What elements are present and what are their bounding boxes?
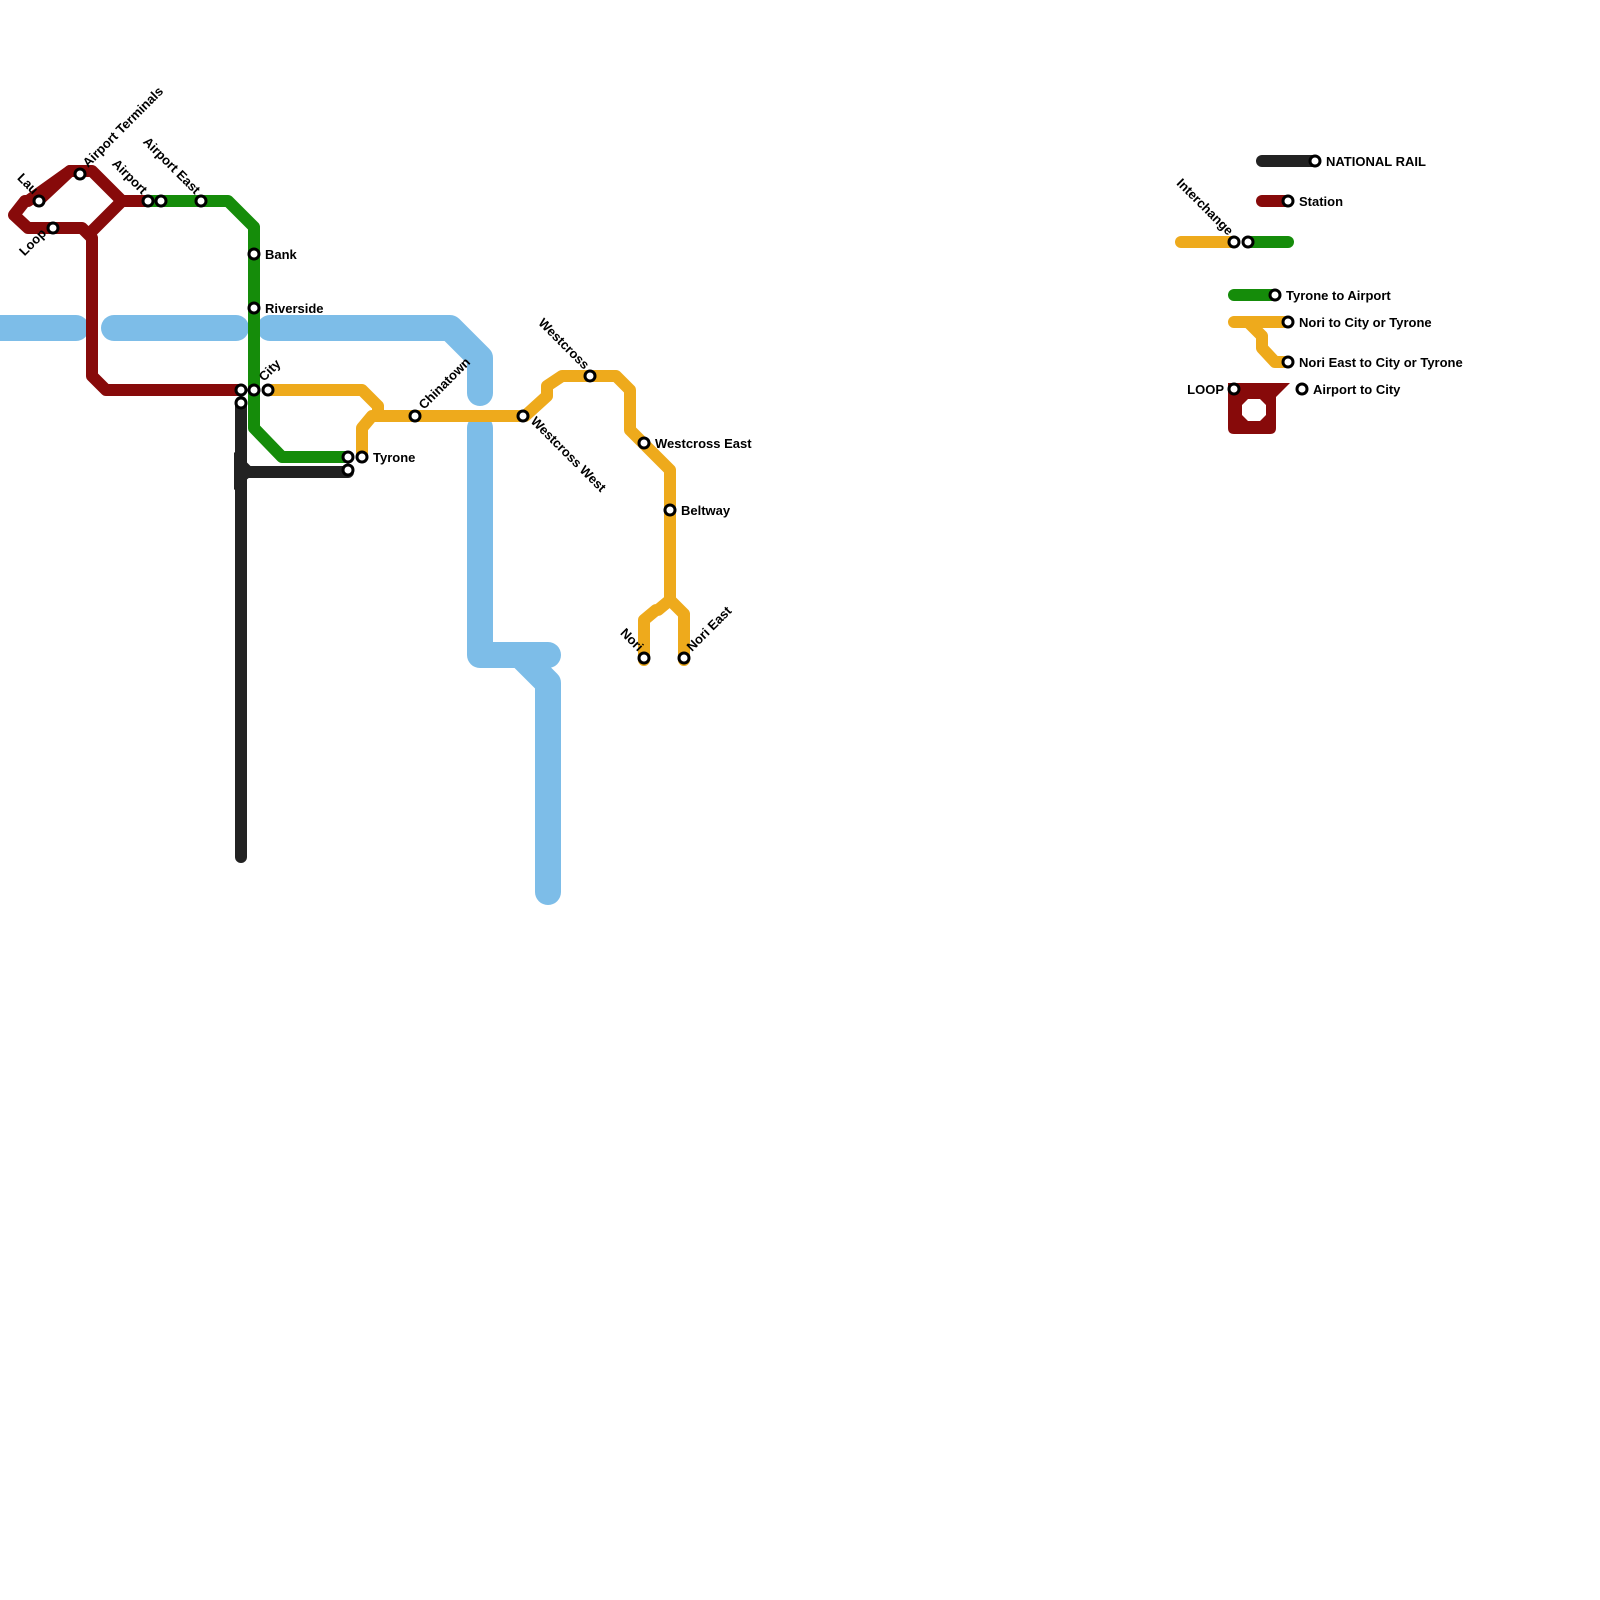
- station-marker[interactable]: [341, 450, 355, 464]
- legend-interchange-label: Interchange: [1174, 175, 1237, 238]
- legend: NATIONAL RAIL Station Interchange Tyrone…: [1174, 154, 1463, 434]
- station-marker-interchange[interactable]: [154, 194, 168, 208]
- station-marker[interactable]: [247, 247, 261, 261]
- legend-orange-line: Nori to City or Tyrone Nori East to City…: [1228, 315, 1463, 370]
- station-label: Nori East: [684, 603, 735, 654]
- station-marker[interactable]: [46, 221, 60, 235]
- station-marker-interchange[interactable]: [247, 383, 261, 397]
- station-westcross-east[interactable]: Westcross East: [637, 436, 752, 451]
- station-label: Chinatown: [416, 354, 474, 412]
- legend-nori-east-to-city-label: Nori East to City or Tyrone: [1299, 355, 1463, 370]
- legend-station-label: Station: [1299, 194, 1343, 209]
- legend-station: Station: [1256, 194, 1343, 209]
- legend-interchange: Interchange: [1174, 175, 1294, 249]
- station-bank[interactable]: Bank: [247, 247, 298, 262]
- national-rail-junction: [234, 452, 256, 490]
- legend-station-marker: [1281, 315, 1295, 329]
- legend-station-marker: [1281, 355, 1295, 369]
- legend-station-marker: [1281, 194, 1295, 208]
- legend-interchange-marker: [1241, 235, 1255, 249]
- river-segment-east: [257, 315, 493, 406]
- legend-loop-label: LOOP: [1187, 382, 1224, 397]
- station-marker[interactable]: [247, 301, 261, 315]
- legend-airport-to-city-label: Airport to City: [1313, 382, 1401, 397]
- legend-station-marker: [1268, 288, 1282, 302]
- station-marker-interchange[interactable]: [234, 396, 248, 410]
- station-marker-interchange[interactable]: [341, 463, 355, 477]
- legend-orange-swatch: [1228, 316, 1294, 368]
- station-marker-interchange[interactable]: [355, 450, 369, 464]
- legend-station-marker: [1308, 154, 1322, 168]
- orange-line[interactable]: [262, 370, 690, 666]
- station-marker[interactable]: [73, 167, 87, 181]
- national-rail-track-branch: [235, 459, 354, 478]
- green-track: [142, 195, 354, 463]
- legend-tyrone-to-airport-label: Tyrone to Airport: [1286, 288, 1391, 303]
- station-riverside[interactable]: Riverside: [247, 301, 324, 316]
- green-line[interactable]: [142, 195, 354, 463]
- station-westcross-west[interactable]: Westcross West: [516, 409, 610, 496]
- station-marker[interactable]: [677, 651, 691, 665]
- station-label: Airport East: [140, 134, 204, 198]
- legend-loop-marker: [1227, 382, 1241, 396]
- station-marker[interactable]: [194, 194, 208, 208]
- legend-national-rail: NATIONAL RAIL: [1256, 154, 1426, 169]
- station-label: Bank: [265, 247, 298, 262]
- loop-track-outer: [8, 165, 247, 396]
- legend-airport-to-city-marker: [1295, 382, 1309, 396]
- orange-track-tyrone-branch: [356, 410, 384, 463]
- orange-track-nori-branch: [638, 594, 676, 666]
- station-label: Tyrone: [373, 450, 415, 465]
- stations: Lau Loop Airport Terminals Airport Airpo…: [15, 84, 752, 665]
- loop-track-inner: [86, 195, 128, 237]
- station-marker[interactable]: [663, 503, 677, 517]
- loop-track-upper: [32, 165, 76, 207]
- river: [0, 315, 561, 905]
- station-label: Riverside: [265, 301, 324, 316]
- station-marker[interactable]: [141, 194, 155, 208]
- station-marker[interactable]: [32, 194, 46, 208]
- river-segment-south: [467, 415, 561, 905]
- station-tyrone[interactable]: Tyrone: [341, 450, 415, 477]
- station-label: Westcross: [536, 315, 593, 372]
- station-marker[interactable]: [637, 436, 651, 450]
- station-label: Beltway: [681, 503, 731, 518]
- loop-line[interactable]: [8, 165, 247, 396]
- station-city[interactable]: City: [234, 356, 284, 410]
- legend-loop: LOOP Airport to City: [1187, 382, 1401, 434]
- station-marker[interactable]: [234, 383, 248, 397]
- station-marker-interchange[interactable]: [261, 383, 275, 397]
- legend-national-rail-label: NATIONAL RAIL: [1326, 154, 1426, 169]
- orange-track-main: [262, 370, 690, 666]
- station-marker[interactable]: [583, 369, 597, 383]
- national-rail-line[interactable]: [234, 396, 354, 863]
- legend-nori-to-city-label: Nori to City or Tyrone: [1299, 315, 1432, 330]
- station-marker[interactable]: [516, 409, 530, 423]
- station-label: Westcross West: [528, 414, 610, 496]
- station-beltway[interactable]: Beltway: [663, 503, 731, 518]
- station-label: Westcross East: [655, 436, 752, 451]
- legend-loop-swatch: [1228, 383, 1290, 434]
- legend-tyrone-to-airport: Tyrone to Airport: [1228, 288, 1391, 303]
- station-marker[interactable]: [408, 409, 422, 423]
- station-marker[interactable]: [637, 651, 651, 665]
- legend-interchange-marker: [1227, 235, 1241, 249]
